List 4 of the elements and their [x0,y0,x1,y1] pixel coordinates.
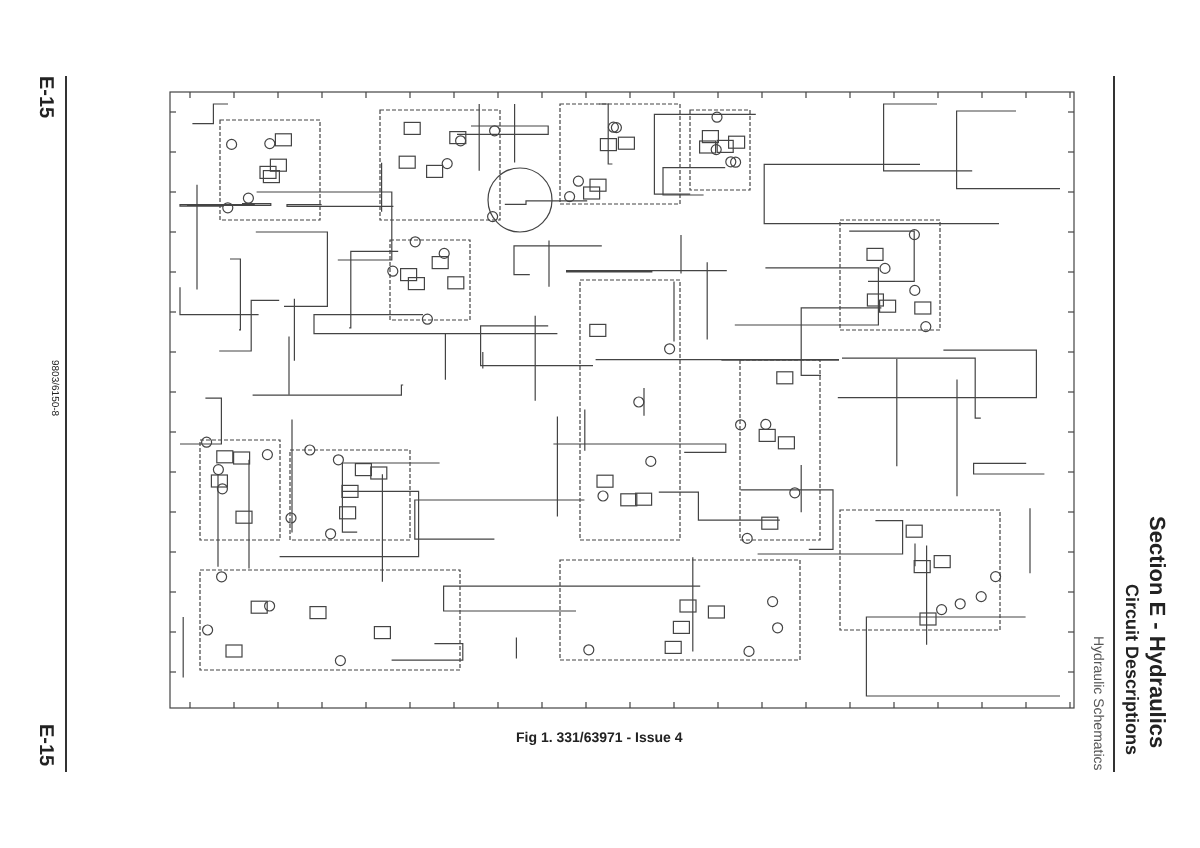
page-number: E-15 [34,76,56,119]
section-heading: Section E - Hydraulics [1144,516,1168,749]
page-number: E-15 [34,724,56,767]
section-subheading: Circuit Descriptions [1122,584,1142,756]
